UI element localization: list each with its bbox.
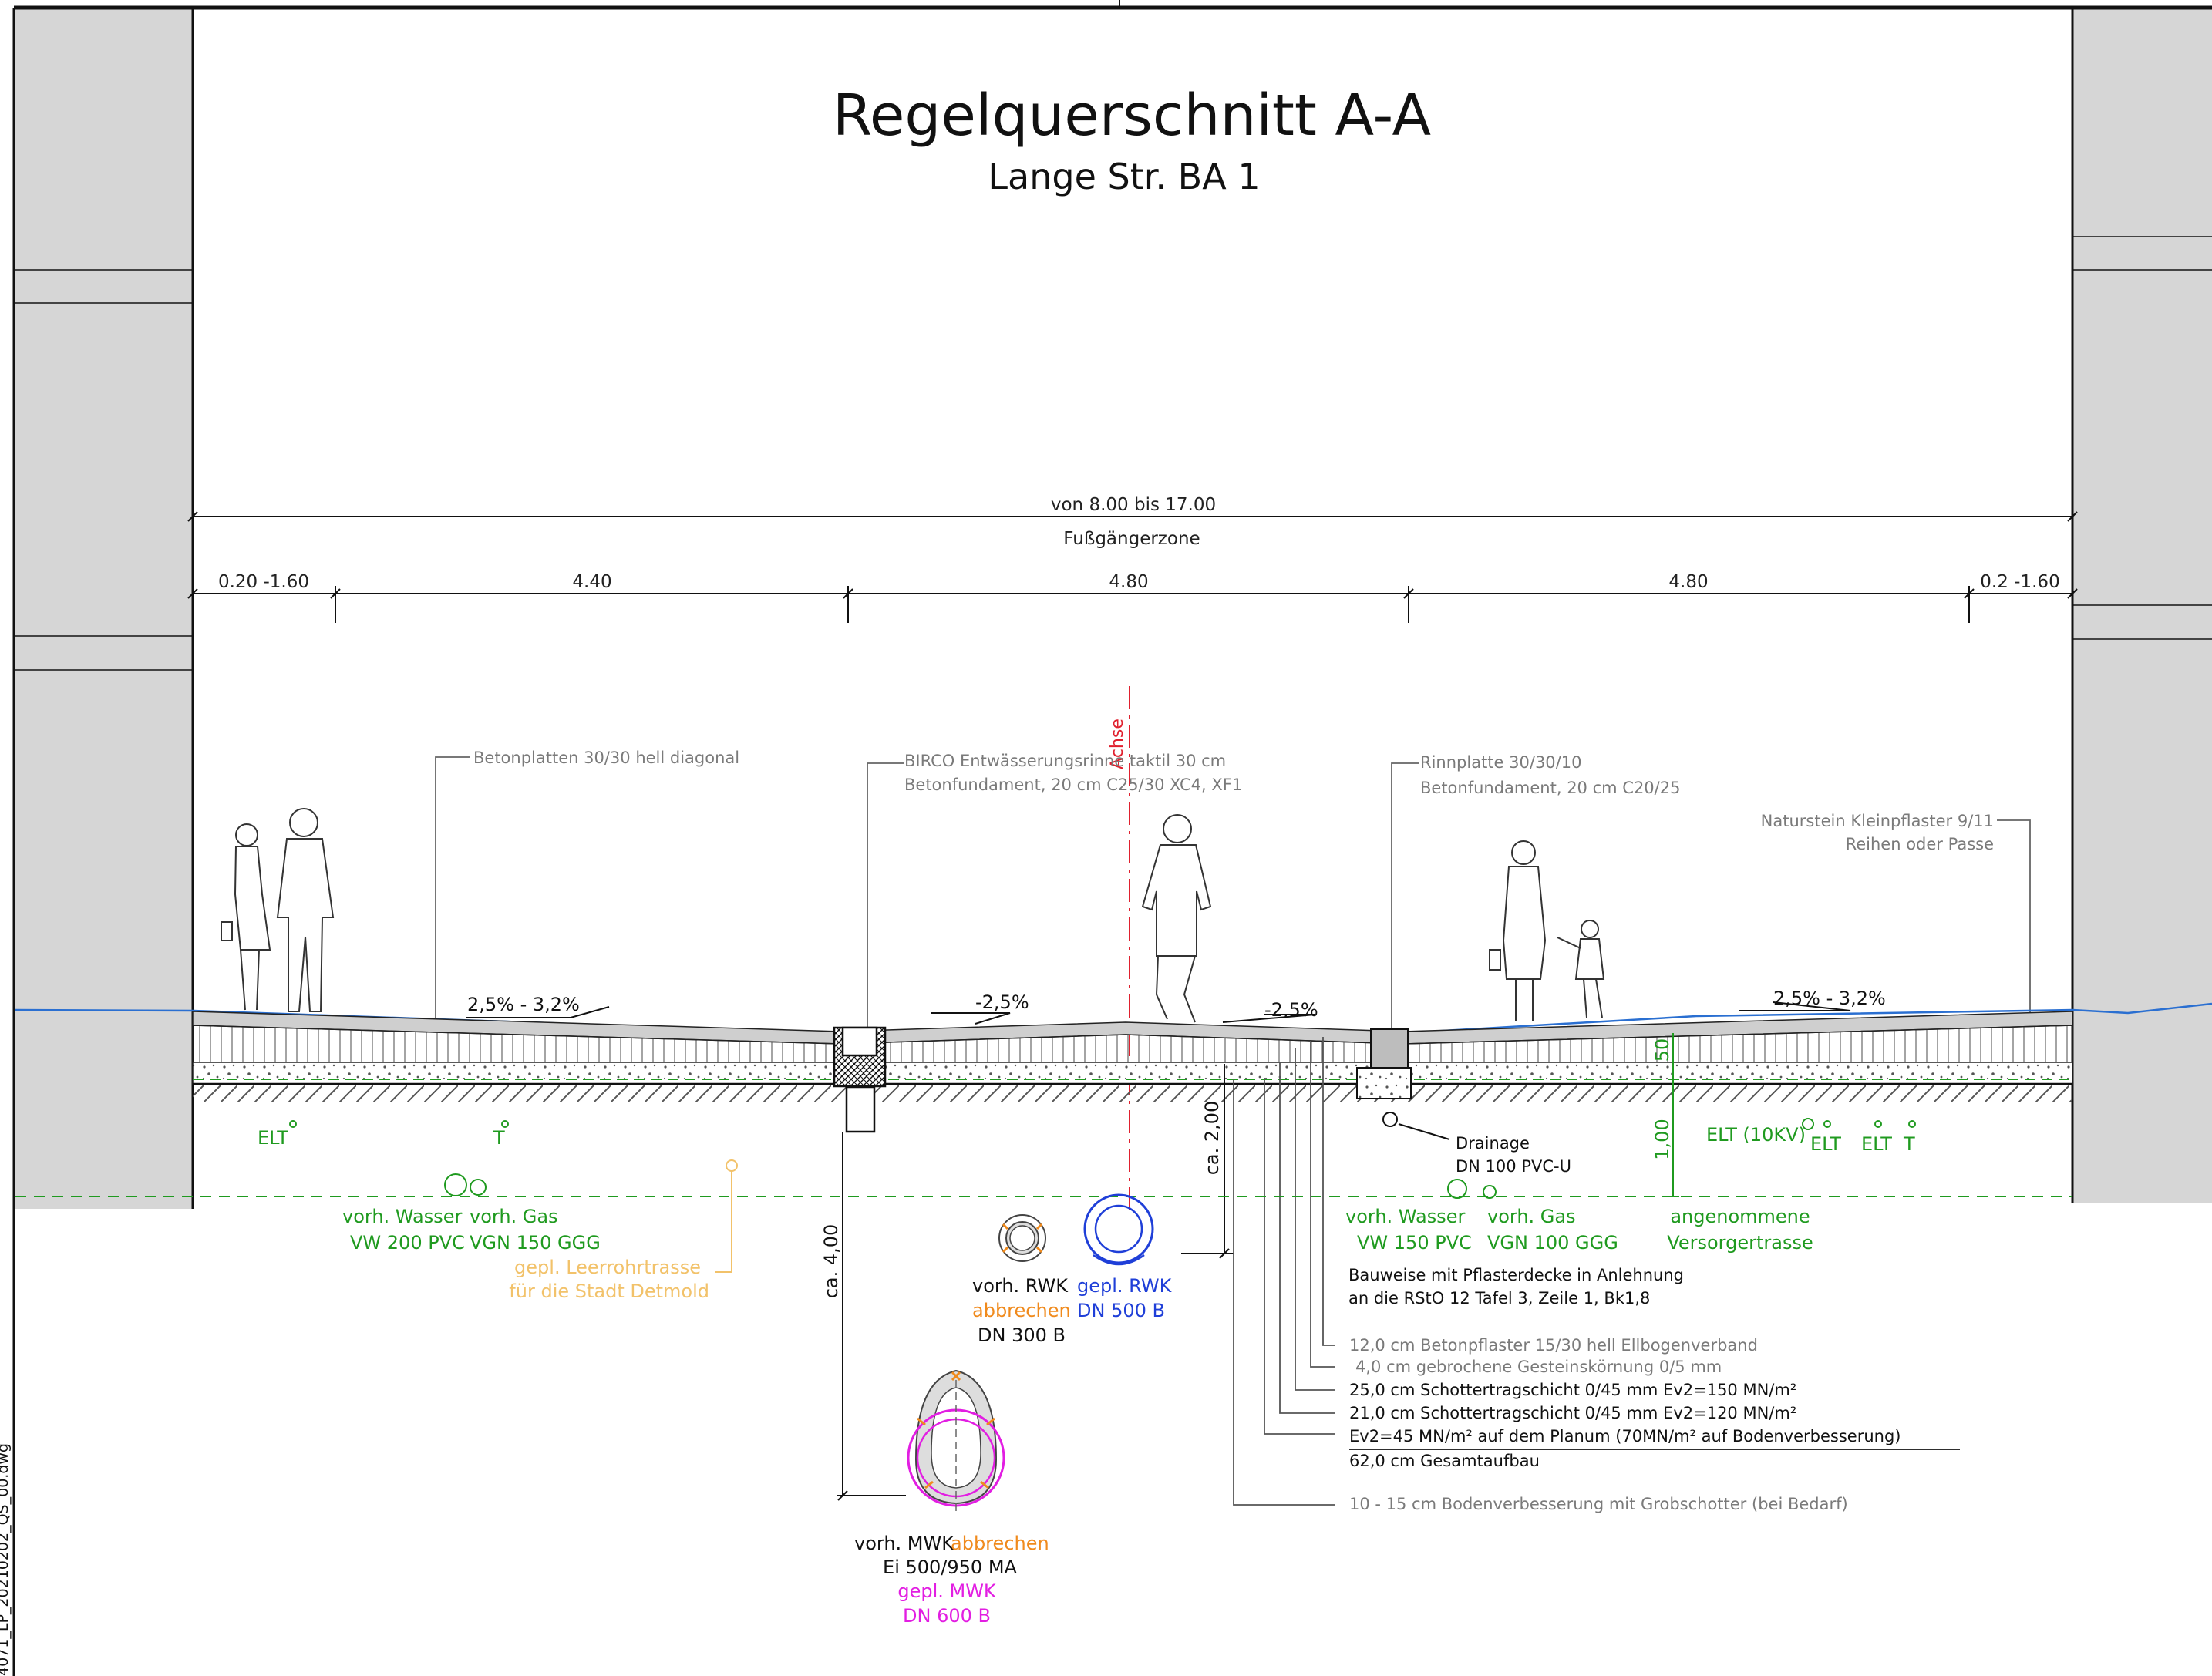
- layer-1: 12,0 cm Betonpflaster 15/30 hell Ellboge…: [1349, 1336, 1758, 1355]
- label-elt-10kv: ELT (10KV): [1706, 1124, 1806, 1146]
- label-mwk-old-1: vorh. MWK: [854, 1533, 954, 1554]
- depth-200: ca. 2,00: [1201, 1101, 1223, 1176]
- depth-dims: [837, 1033, 1679, 1501]
- layers-intro-1: Bauweise mit Pflasterdecke in Anlehnung: [1348, 1266, 1684, 1284]
- dim-seg3: 4.80: [1109, 572, 1148, 592]
- label-gas-right-1: vorh. Gas: [1487, 1206, 1576, 1227]
- slope-center-right: -2,5%: [1264, 999, 1318, 1021]
- dim-seg4: 4.80: [1668, 572, 1708, 592]
- label-gas-right-2: VGN 100 GGG: [1487, 1232, 1618, 1254]
- label-water-right-1: vorh. Wasser: [1345, 1206, 1465, 1227]
- layers-total: 62,0 cm Gesamtaufbau: [1349, 1452, 1540, 1470]
- dim-time: von 8.00 bis 17.00: [1051, 495, 1216, 515]
- dim-seg5: 0.2 -1.60: [1980, 572, 2059, 592]
- pedestrian-couple-icon: [221, 808, 335, 1012]
- depth-100: 1,00: [1651, 1119, 1673, 1159]
- margin-lines: [14, 236, 2212, 671]
- layers-intro-2: an die RStO 12 Tafel 3, Zeile 1, Bk1,8: [1348, 1289, 1650, 1307]
- label-gas-left-1: vorh. Gas: [470, 1206, 558, 1227]
- dim-seg1: 0.20 -1.60: [218, 572, 309, 592]
- label-leerrohr-1: gepl. Leerrohrtrasse: [514, 1257, 701, 1278]
- dim-zone: Fußgängerzone: [1063, 529, 1200, 549]
- slope-center-left: -2,5%: [975, 991, 1029, 1013]
- callout-betonplatten: Betonplatten 30/30 hell diagonal: [473, 749, 739, 767]
- depth-400: ca. 4,00: [820, 1224, 842, 1299]
- label-mwk-new-1: gepl. MWK: [897, 1580, 997, 1602]
- pedestrian-man-icon: [1141, 814, 1212, 1023]
- label-elt-r2: ELT: [1861, 1133, 1892, 1155]
- label-rwk-new-2: DN 500 B: [1077, 1300, 1165, 1321]
- callout-rinnplatte-1: Rinnplatte 30/30/10: [1420, 753, 1581, 772]
- axis-label: Achse: [1108, 719, 1127, 769]
- road-section: [192, 1011, 2073, 1102]
- label-rwk-old-2: abbrechen: [972, 1300, 1071, 1321]
- label-rwk-old-1: vorh. RWK: [972, 1275, 1069, 1297]
- pedestrian-woman-child-icon: [1489, 840, 1605, 1021]
- callout-rinnplatte-2: Betonfundament, 20 cm C20/25: [1420, 779, 1680, 797]
- slope-right: 2,5% - 3,2%: [1773, 988, 1886, 1009]
- drainage-label-2: DN 100 PVC-U: [1456, 1157, 1571, 1176]
- label-water-left-1: vorh. Wasser: [342, 1206, 462, 1227]
- layer-2: 4,0 cm gebrochene Gesteinskörnung 0/5 mm: [1355, 1358, 1722, 1376]
- rwk-pipes: [998, 1193, 1154, 1266]
- birco-channel: [833, 1026, 887, 1133]
- callout-birco-1: BIRCO Entwässerungsrinne taktil 30 cm: [904, 752, 1226, 770]
- drainage-leader: [1398, 1123, 1450, 1140]
- drainage-label-1: Drainage: [1456, 1134, 1530, 1153]
- label-leerrohr-2: für die Stadt Detmold: [509, 1281, 709, 1302]
- label-water-right-2: VW 150 PVC: [1357, 1232, 1472, 1254]
- label-rwk-old-3: DN 300 B: [978, 1324, 1066, 1346]
- label-water-left-2: VW 200 PVC: [350, 1232, 465, 1254]
- utility-symbols: [289, 1118, 1916, 1273]
- drawing-subtitle: Lange Str. BA 1: [988, 156, 1260, 197]
- layer-4: 21,0 cm Schottertragschicht 0/45 mm Ev2=…: [1349, 1404, 1796, 1422]
- layer-3: 25,0 cm Schottertragschicht 0/45 mm Ev2=…: [1349, 1381, 1796, 1399]
- file-reference: 4071_LP_20210202_QS_00.dwg: [0, 1443, 12, 1676]
- label-mwk-old-3: Ei 500/950 MA: [883, 1557, 1018, 1578]
- slope-left: 2,5% - 3,2%: [467, 994, 580, 1015]
- callout-leaders: [435, 756, 2031, 1032]
- label-rwk-new-1: gepl. RWK: [1077, 1275, 1173, 1297]
- callout-naturstein-2: Reihen oder Passe: [1846, 835, 1994, 853]
- lower-sheet: [15, 1210, 2212, 1676]
- depth-50: 50: [1651, 1038, 1673, 1062]
- callout-naturstein-1: Naturstein Kleinpflaster 9/11: [1761, 812, 1994, 830]
- label-t-left: T: [493, 1127, 505, 1149]
- label-t-right: T: [1903, 1133, 1915, 1155]
- dim-seg2: 4.40: [572, 572, 611, 592]
- left-margin-strip: [14, 8, 193, 1209]
- layer-improvement: 10 - 15 cm Bodenverbesserung mit Grobsch…: [1349, 1495, 1848, 1513]
- label-mwk-old-2: abbrechen: [951, 1533, 1049, 1554]
- label-versorger-2: Versorgertrasse: [1667, 1232, 1813, 1254]
- label-versorger-1: angenommene: [1670, 1206, 1810, 1227]
- mwk-pipes: [907, 1369, 1005, 1511]
- drawing-title: Regelquerschnitt A-A: [833, 82, 1432, 149]
- callout-birco-2: Betonfundament, 20 cm C25/30 XC4, XF1: [904, 776, 1242, 794]
- layer-5: Ev2=45 MN/m² auf dem Planum (70MN/m² auf…: [1349, 1427, 1901, 1445]
- label-elt-left: ELT: [258, 1127, 288, 1149]
- rinnplatte-gutter: [1356, 1028, 1412, 1127]
- label-gas-left-2: VGN 150 GGG: [470, 1232, 601, 1254]
- label-elt-r1: ELT: [1810, 1133, 1841, 1155]
- dimension-lines: [187, 509, 2078, 623]
- slope-markers: [466, 1001, 1851, 1025]
- label-mwk-new-2: DN 600 B: [903, 1605, 991, 1627]
